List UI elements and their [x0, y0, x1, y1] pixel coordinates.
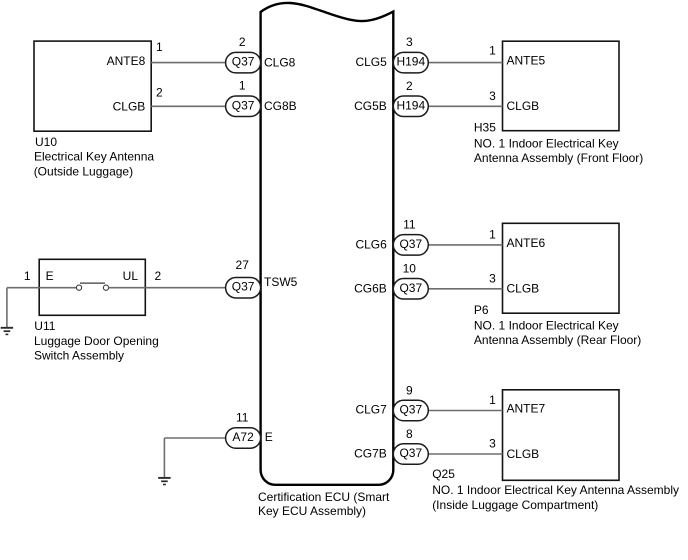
svg-text:Q37: Q37: [399, 403, 422, 417]
svg-text:3: 3: [489, 272, 496, 286]
svg-text:Q37: Q37: [232, 55, 255, 69]
svg-text:1: 1: [156, 40, 163, 54]
svg-text:Antenna Assembly (Rear Floor): Antenna Assembly (Rear Floor): [474, 333, 641, 347]
svg-text:TSW5: TSW5: [264, 275, 298, 289]
svg-text:11: 11: [236, 410, 249, 424]
svg-text:Q25: Q25: [432, 467, 455, 481]
svg-text:27: 27: [236, 258, 250, 272]
svg-text:8: 8: [406, 427, 413, 441]
svg-text:CG5B: CG5B: [354, 99, 387, 113]
svg-text:CLG6: CLG6: [355, 237, 387, 251]
svg-text:UL: UL: [123, 269, 139, 283]
svg-text:CLG8: CLG8: [264, 55, 296, 69]
svg-text:2: 2: [406, 79, 413, 93]
svg-text:ANTE5: ANTE5: [507, 54, 546, 68]
svg-text:3: 3: [489, 89, 496, 103]
svg-text:1: 1: [489, 393, 496, 407]
svg-text:3: 3: [489, 437, 496, 451]
svg-text:Luggage Door Opening: Luggage Door Opening: [34, 334, 159, 348]
svg-text:U11: U11: [34, 319, 55, 333]
svg-text:NO. 1 Indoor Electrical Key: NO. 1 Indoor Electrical Key: [474, 136, 619, 150]
svg-text:10: 10: [403, 262, 417, 276]
svg-text:Q37: Q37: [399, 446, 422, 460]
svg-text:Q37: Q37: [399, 281, 422, 295]
svg-text:ANTE6: ANTE6: [507, 236, 546, 250]
svg-text:CLGB: CLGB: [507, 447, 540, 461]
svg-text:2: 2: [156, 85, 163, 99]
svg-text:CG6B: CG6B: [354, 281, 387, 295]
svg-text:Q37: Q37: [232, 280, 255, 294]
svg-text:H194: H194: [396, 55, 425, 69]
svg-text:CG8B: CG8B: [264, 99, 297, 113]
svg-text:U10: U10: [35, 135, 57, 149]
svg-text:2: 2: [155, 269, 162, 283]
svg-text:CLGB: CLGB: [113, 99, 146, 113]
svg-text:2: 2: [239, 35, 246, 49]
svg-text:CLG5: CLG5: [355, 55, 387, 69]
svg-text:CLGB: CLGB: [507, 99, 540, 113]
svg-text:E: E: [265, 430, 273, 444]
svg-text:A72: A72: [232, 430, 254, 444]
svg-text:Electrical Key Antenna: Electrical Key Antenna: [34, 150, 154, 164]
svg-text:CG7B: CG7B: [354, 447, 387, 461]
svg-text:Certification ECU (Smart: Certification ECU (Smart: [258, 490, 390, 504]
svg-text:1: 1: [239, 79, 246, 93]
svg-text:Q37: Q37: [232, 98, 255, 112]
svg-text:Switch Assembly: Switch Assembly: [34, 348, 124, 362]
svg-text:9: 9: [406, 383, 413, 397]
svg-text:H194: H194: [396, 98, 425, 112]
svg-text:Antenna Assembly (Front Floor): Antenna Assembly (Front Floor): [474, 151, 643, 165]
svg-text:ANTE7: ANTE7: [507, 401, 546, 415]
svg-text:CLGB: CLGB: [507, 282, 540, 296]
svg-text:11: 11: [403, 218, 416, 232]
svg-text:Q37: Q37: [399, 237, 422, 251]
svg-text:NO. 1 Indoor Electrical Key: NO. 1 Indoor Electrical Key: [474, 319, 619, 333]
svg-text:1: 1: [489, 227, 496, 241]
svg-text:E: E: [46, 269, 54, 283]
svg-text:Key ECU Assembly): Key ECU Assembly): [258, 504, 366, 518]
svg-text:CLG7: CLG7: [355, 403, 387, 417]
svg-text:1: 1: [24, 269, 31, 283]
svg-text:P6: P6: [474, 303, 489, 317]
svg-text:H35: H35: [474, 121, 496, 135]
svg-text:NO. 1 Indoor Electrical Key An: NO. 1 Indoor Electrical Key Antenna Asse…: [432, 483, 679, 497]
svg-text:(Outside Luggage): (Outside Luggage): [34, 164, 133, 178]
svg-text:3: 3: [406, 35, 413, 49]
svg-text:(Inside Luggage Compartment): (Inside Luggage Compartment): [432, 498, 598, 512]
svg-text:1: 1: [489, 44, 496, 58]
svg-text:ANTE8: ANTE8: [107, 54, 146, 68]
